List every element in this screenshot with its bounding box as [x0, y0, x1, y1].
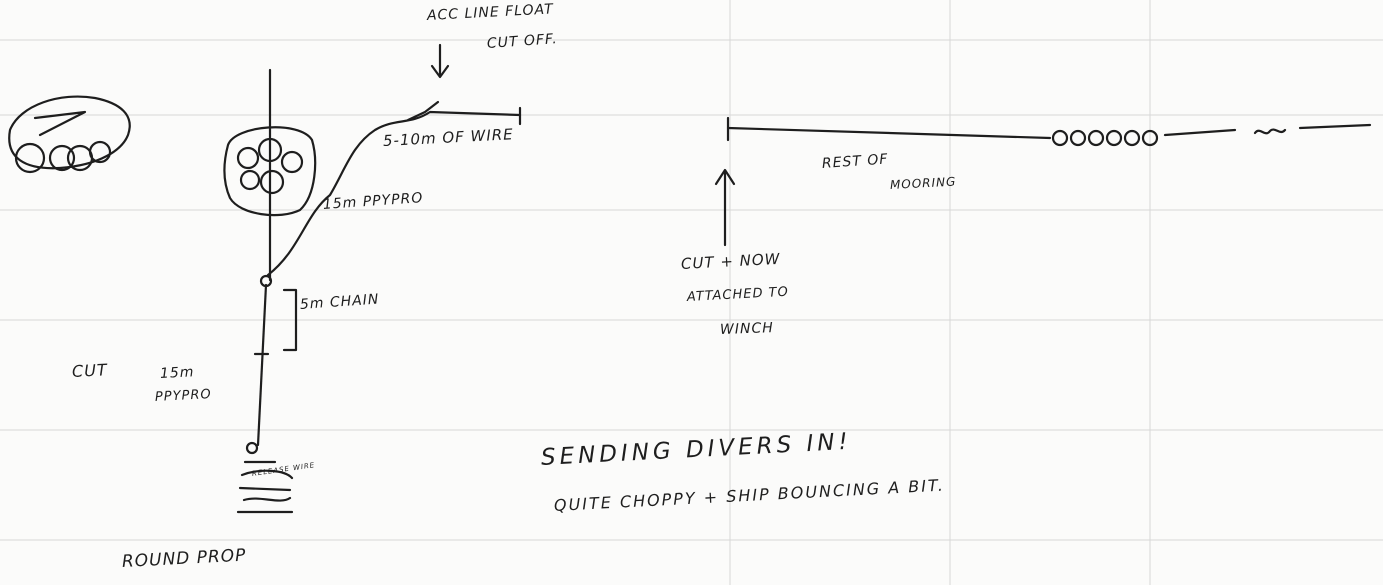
buoy-icon — [223, 126, 317, 217]
winch-note: WINCH — [719, 320, 774, 338]
ppypro-lower-note: PPYPRO — [154, 387, 213, 405]
float-cluster-icon — [8, 95, 131, 174]
wire-line — [266, 110, 522, 277]
rest-of-mooring-line — [726, 126, 1052, 140]
cut-note: CUT — [71, 360, 109, 381]
ppypro-lower-15m-note: 15m — [159, 364, 195, 382]
